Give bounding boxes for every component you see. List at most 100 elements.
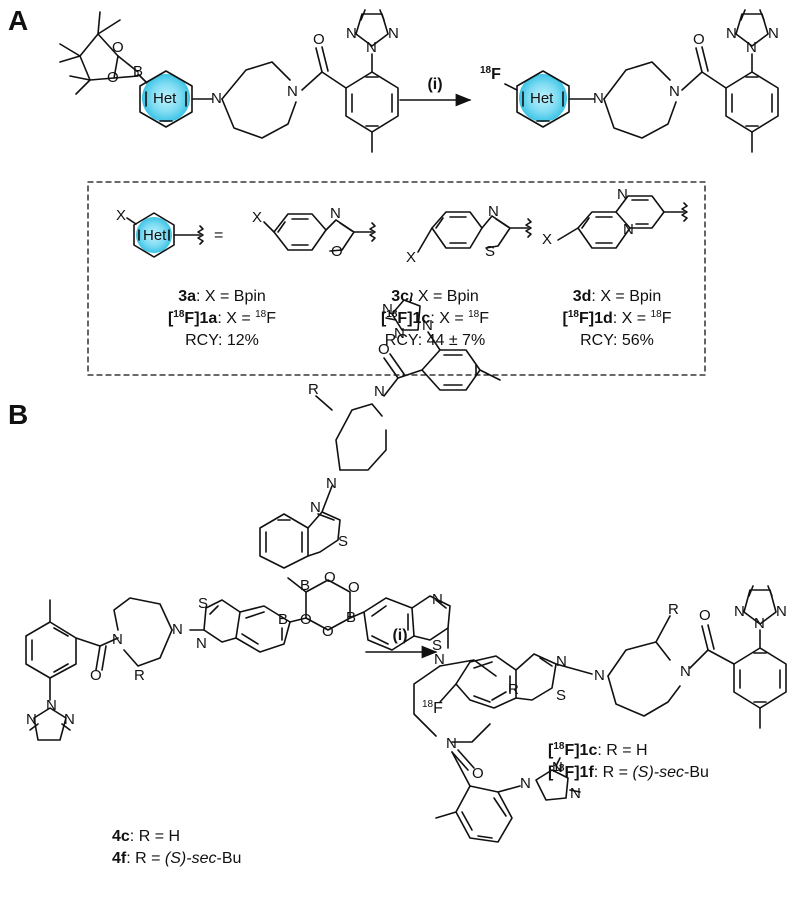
substituent-x: X: [252, 209, 263, 226]
atom-n: N: [623, 221, 634, 238]
atom-n: N: [326, 475, 337, 492]
product-caption-1f: [18F]1f: R = (S)-sec-Bu: [548, 763, 709, 782]
atom-o: O: [693, 31, 705, 48]
atom-n: N: [346, 25, 357, 42]
atom-n: N: [196, 635, 207, 652]
compound-caption-3a: 3a: X = Bpin [18F]1a: X = 18F RCY: 12%: [168, 286, 276, 352]
substituent-x: X: [116, 207, 127, 224]
atom-n: N: [112, 631, 123, 648]
product-caption-1c: [18F]1c: R = H: [548, 741, 648, 760]
atom-n: N: [287, 83, 298, 100]
atom-n: N: [754, 615, 765, 632]
equals-sign: =: [214, 227, 224, 244]
compound-code: 4f: [112, 850, 127, 867]
toluyl-ring-left: [345, 53, 399, 153]
atom-b: B: [278, 611, 289, 628]
atom-n: N: [64, 711, 75, 728]
right-carbonyl-toluyl: [435, 749, 521, 843]
atom-o: O: [378, 341, 390, 358]
precursor-caption-4c: 4c: R = H: [112, 828, 181, 845]
atom-o: O: [112, 39, 124, 56]
top-benzothiazole: [259, 511, 341, 593]
het-aryl-ring-left: [139, 70, 213, 128]
compound-code: 4c: [112, 828, 130, 845]
atom-n: N: [680, 663, 691, 680]
product-carbonyl-toluyl: [701, 624, 787, 729]
atom-s: S: [198, 595, 209, 612]
compound-code: 3d: [572, 288, 592, 305]
rcy-value: RCY: 12%: [185, 332, 259, 349]
atom-o: O: [313, 31, 325, 48]
generic-het-ring: [126, 212, 204, 258]
atom-o: O: [322, 623, 334, 640]
fluorine-18-label: 18F: [422, 699, 443, 718]
reaction-condition-b: (i): [392, 627, 408, 644]
toluyl-ring-right: [725, 53, 779, 153]
atom-s: S: [556, 687, 567, 704]
atom-n: N: [388, 25, 399, 42]
atom-n: N: [488, 203, 499, 220]
atom-n: N: [366, 39, 377, 56]
left-benzothiazole: [189, 599, 307, 653]
atom-o: O: [324, 569, 336, 586]
atom-n: N: [594, 667, 605, 684]
triazole-left: [355, 9, 389, 47]
substituent-r: R: [668, 601, 679, 618]
het-label: Het: [153, 90, 177, 107]
atom-o: O: [300, 611, 312, 628]
triazole-right: [735, 9, 769, 47]
atom-o: O: [90, 667, 102, 684]
left-diazepane: [99, 597, 173, 667]
atom-n: N: [26, 711, 37, 728]
atom-n: N: [520, 775, 531, 792]
benzothiazole-structure: [417, 211, 532, 253]
atom-n: N: [552, 759, 563, 776]
diazepane-ring-right: [603, 61, 703, 139]
product-triazole: [743, 585, 777, 625]
atom-n: N: [394, 325, 405, 342]
left-triazole: [29, 707, 71, 741]
atom-s: S: [432, 637, 443, 654]
substituent-x: X: [406, 249, 417, 266]
right-benzothiazole: [349, 595, 451, 651]
left-carbonyl-toluyl: [25, 599, 107, 701]
carbonyl-left: [315, 46, 347, 89]
pinacol-boronate-group: [59, 11, 151, 95]
panel-label-b: B: [8, 399, 29, 430]
rcy-value: RCY: 56%: [580, 332, 654, 349]
right-triazole: [535, 757, 581, 801]
atom-n: N: [434, 651, 445, 668]
het-aryl-ring-right: [504, 70, 595, 128]
atom-o: O: [107, 69, 119, 86]
atom-b: B: [133, 63, 144, 80]
atom-n: N: [746, 39, 757, 56]
atom-n: N: [172, 621, 183, 638]
carbonyl-right: [695, 46, 727, 89]
atom-n: N: [556, 653, 567, 670]
rcy-value: RCY: 44 ± 7%: [384, 332, 486, 349]
substituent-r: R: [308, 381, 319, 398]
atom-n: N: [46, 697, 57, 714]
panel-label-a: A: [8, 5, 29, 36]
het-label: Het: [530, 90, 554, 107]
atom-n: N: [776, 603, 787, 620]
substituent-r: R: [134, 667, 145, 684]
atom-n: N: [617, 186, 628, 203]
atom-b: B: [346, 609, 357, 626]
atom-n: N: [593, 90, 604, 107]
right-diazepane: [413, 659, 507, 743]
compound-code: 3a: [178, 288, 196, 305]
benzoxazole-structure: [263, 213, 376, 252]
diazepane-ring-left: [221, 61, 323, 139]
atom-s: S: [485, 243, 496, 260]
atom-o: O: [472, 765, 484, 782]
atom-n: N: [330, 205, 341, 222]
reaction-condition-a: (i): [427, 76, 443, 93]
atom-s: S: [338, 533, 349, 550]
compound-code: 3c: [391, 288, 409, 305]
atom-o: O: [331, 243, 343, 260]
compound-caption-3d: 3d: X = Bpin [18F]1d: X = 18F RCY: 56%: [563, 286, 672, 352]
atom-n: N: [726, 25, 737, 42]
atom-n: N: [669, 83, 680, 100]
fluorine-18-label: 18F: [480, 65, 501, 84]
